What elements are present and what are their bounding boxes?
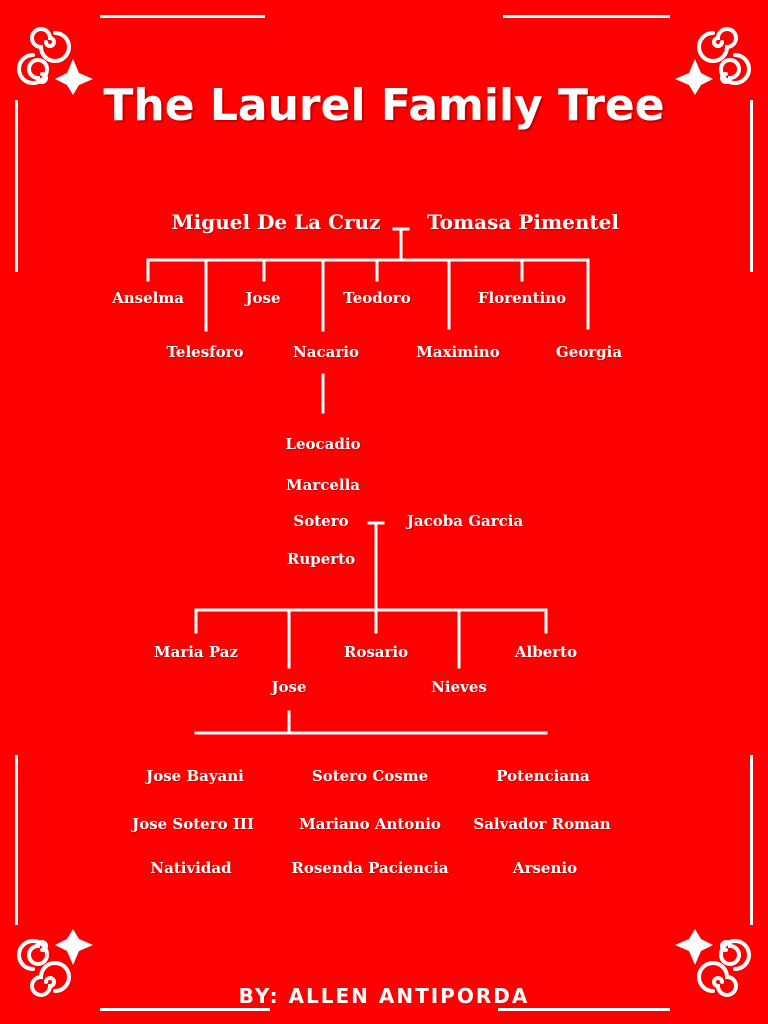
swirl-corner-icon	[17, 929, 93, 997]
author-credit: BY: ALLEN ANTIPORDA	[238, 984, 530, 1008]
frame-top-right-line	[503, 15, 670, 18]
page-title: The Laurel Family Tree	[103, 80, 665, 131]
person-gen5: Arsenio	[512, 859, 578, 877]
frame-right-top-line	[750, 100, 753, 272]
frame-left-bottom-line	[15, 755, 18, 925]
person-gen4: Rosario	[343, 643, 409, 661]
frame-bottom-left-line	[100, 1008, 270, 1011]
person-gen5: Mariano Antonio	[299, 815, 441, 833]
person-gen4: Nieves	[431, 678, 487, 696]
person-gen5: Jose Bayani	[146, 767, 244, 785]
person-gen3-spouse: Jacoba Garcia	[406, 512, 524, 530]
frame-left-top-line	[15, 100, 18, 272]
person-gen2: Anselma	[112, 289, 184, 307]
person-gen5: Sotero Cosme	[311, 767, 429, 785]
frame-right-bottom-line	[750, 755, 753, 925]
person-gen2: Teodoro	[343, 289, 411, 307]
person-mother: Tomasa Pimentel	[427, 210, 619, 234]
person-gen4: Jose	[271, 678, 307, 696]
person-gen2: Maximino	[416, 343, 500, 361]
person-father: Miguel De La Cruz	[171, 210, 381, 234]
person-gen3: Sotero	[293, 512, 349, 530]
person-gen3: Marcella	[285, 476, 361, 494]
person-gen2: Florentino	[477, 289, 567, 307]
swirl-corner-icon	[675, 929, 751, 997]
frame-bottom-right-line	[498, 1008, 670, 1011]
person-gen3: Ruperto	[286, 550, 356, 568]
person-gen2: Nacario	[293, 343, 359, 361]
person-gen2: Georgia	[555, 343, 623, 361]
person-gen5: Natividad	[150, 859, 232, 877]
person-gen5: Jose Sotero III	[132, 815, 254, 833]
swirl-corner-icon	[17, 27, 93, 95]
person-gen4: Alberto	[514, 643, 578, 661]
person-gen5: Potenciana	[496, 767, 590, 785]
person-gen4: Maria Paz	[154, 643, 238, 661]
person-gen5: Salvador Roman	[473, 815, 611, 833]
person-gen2: Telesforo	[166, 343, 244, 361]
person-gen2: Jose	[245, 289, 281, 307]
swirl-corner-icon	[675, 27, 751, 95]
person-gen3: Leocadio	[285, 435, 361, 453]
person-gen5: Rosenda Paciencia	[291, 859, 449, 877]
frame-top-left-line	[100, 15, 265, 18]
